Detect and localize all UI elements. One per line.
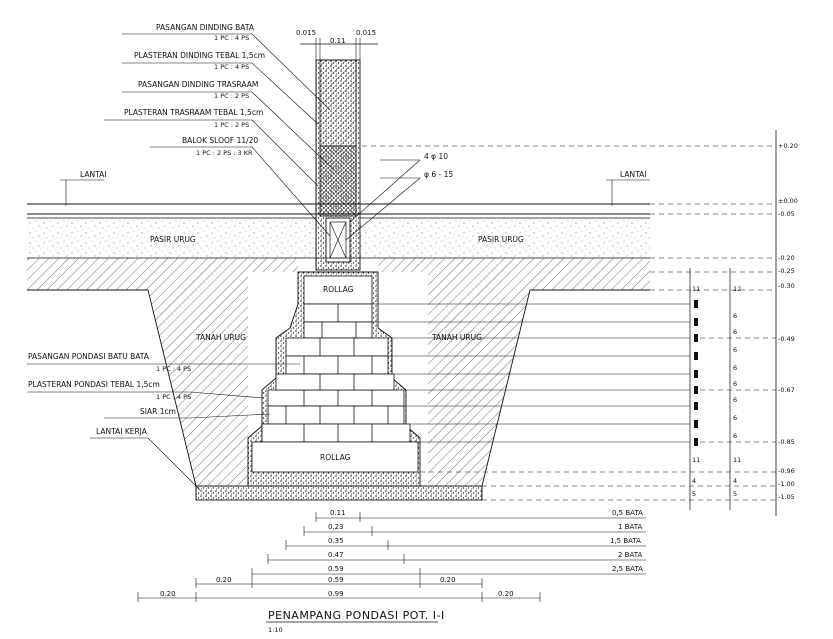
callout-4-sub: 1 PC : 2 PS <box>214 121 249 129</box>
width-2-value: 0.23 <box>328 523 344 531</box>
callout-3-title: PASANGAN DINDING TRASRAAM <box>138 80 258 89</box>
bottom-dim-2-right: 0.20 <box>498 590 514 598</box>
width-4-label: 2 BATA <box>618 551 642 559</box>
rollag-top-label: ROLLAG <box>323 285 354 294</box>
tanah-urug-right: TANAH URUG <box>431 333 482 342</box>
tanah-urug-left: TANAH URUG <box>195 333 246 342</box>
brick-foundation: ROLLAG ROLLAG <box>195 271 483 501</box>
course-right-9: 6 <box>733 432 737 440</box>
lantai-right-label: LANTAI <box>620 170 646 179</box>
lower-callout-2-title: PLASTERAN PONDASI TEBAL 1,5cm <box>28 380 160 389</box>
course-right-7: 6 <box>733 396 737 404</box>
rebar-stirrup-label: φ 6 - 15 <box>424 170 453 179</box>
callout-3-sub: 1 PC : 2 PS <box>214 92 249 100</box>
lower-callout-3-title: SIAR 1cm <box>140 407 176 416</box>
lower-callout-1-title: PASANGAN PONDASI BATU BATA <box>28 352 150 361</box>
level-2: ±0.00 <box>778 197 798 205</box>
lower-callouts: PASANGAN PONDASI BATU BATA 1 PC : 4 PS P… <box>27 352 300 491</box>
width-2-label: 1 BATA <box>618 523 642 531</box>
course-right-2: 6 <box>733 312 737 320</box>
level-1: +0.20 <box>778 142 798 150</box>
lantai-kerja <box>195 485 483 501</box>
callout-2-sub: 1 PC : 4 PS <box>214 63 249 71</box>
earth: TANAH URUG TANAH URUG <box>27 258 650 487</box>
course-right-11: 11 <box>733 456 741 464</box>
level-6: -0.30 <box>778 282 795 290</box>
dim-top-right: 0.015 <box>356 29 376 37</box>
dim-top-left: 0.015 <box>296 29 316 37</box>
lower-callout-1-sub: 1 PC : 4 PS <box>156 365 191 373</box>
level-3: -0.05 <box>778 210 795 218</box>
wall <box>315 59 361 271</box>
upper-callouts: PASANGAN DINDING BATA 1 PC : 4 PS PLASTE… <box>104 23 335 237</box>
lantai-labels: LANTAI LANTAI <box>60 170 650 206</box>
level-5: -0.25 <box>778 267 795 275</box>
course-left-11: 11 <box>692 456 700 464</box>
course-left-12: 4 <box>692 477 696 485</box>
course-right-4: 6 <box>733 346 737 354</box>
width-dimensions: 0.11 0,5 BATA 0.23 1 BATA 0.35 1,5 BATA … <box>137 509 646 602</box>
rebar-main-label: 4 φ 10 <box>424 152 448 161</box>
drawing-title-block: PENAMPANG PONDASI POT. I-I 1:10 <box>266 609 445 634</box>
width-1-value: 0.11 <box>330 509 346 517</box>
width-4-value: 0.47 <box>328 551 344 559</box>
width-5-label: 2,5 BATA <box>612 565 643 573</box>
course-right-8: 6 <box>733 414 737 422</box>
rollag-bottom-label: ROLLAG <box>320 453 351 462</box>
dim-top-mid: 0.11 <box>330 37 346 45</box>
level-7: -0.49 <box>778 335 795 343</box>
bottom-dim-1-right: 0.20 <box>440 576 456 584</box>
course-left-1: 11 <box>692 285 700 293</box>
course-extension-lines <box>372 303 690 443</box>
level-lines <box>362 145 776 501</box>
level-8: -0.67 <box>778 386 795 394</box>
course-left-13: 5 <box>692 490 696 498</box>
callout-1-title: PASANGAN DINDING BATA <box>156 23 255 32</box>
bottom-dim-2-left: 0.20 <box>160 590 176 598</box>
level-axis: +0.20 ±0.00 -0.05 -0.20 -0.25 -0.30 -0.4… <box>775 130 798 516</box>
course-right-3: 6 <box>733 328 737 336</box>
rebar-callouts: 4 φ 10 φ 6 - 15 <box>345 152 453 241</box>
callout-5-title: BALOK SLOOF 11/20 <box>182 136 258 145</box>
width-3-label: 1,5 BATA <box>610 537 641 545</box>
course-right-6: 6 <box>733 380 737 388</box>
lantai-left-label: LANTAI <box>80 170 106 179</box>
top-wall-dimensions: 0.015 0.11 0.015 <box>296 29 378 60</box>
width-1-label: 0,5 BATA <box>612 509 643 517</box>
lower-callout-4-title: LANTAI KERJA <box>96 427 148 436</box>
floor-layers: PASIR URUG PASIR URUG <box>27 203 650 259</box>
bottom-dim-1-left: 0.20 <box>216 576 232 584</box>
course-right-1: 12 <box>733 285 741 293</box>
callout-5-sub: 1 PC : 2 PS : 3 KR <box>196 149 253 157</box>
lower-callout-2-sub: 1 PC : 4 PS <box>156 393 191 401</box>
course-right-13: 5 <box>733 490 737 498</box>
pasir-urug-left: PASIR URUG <box>150 235 196 244</box>
width-3-value: 0.35 <box>328 537 344 545</box>
level-9: -0.85 <box>778 438 795 446</box>
course-right-12: 4 <box>733 477 737 485</box>
callout-4-title: PLASTERAN TRASRAAM TEBAL 1,5cm <box>124 108 263 117</box>
drawing-scale: 1:10 <box>268 626 283 634</box>
pasir-urug-right: PASIR URUG <box>478 235 524 244</box>
level-12: -1.05 <box>778 493 795 501</box>
level-11: -1.00 <box>778 480 795 488</box>
course-right-5: 6 <box>733 364 737 372</box>
drawing-title: PENAMPANG PONDASI POT. I-I <box>268 609 445 622</box>
callout-1-sub: 1 PC : 4 PS <box>214 34 249 42</box>
level-4: -0.20 <box>778 254 795 262</box>
bottom-dim-1-mid: 0.59 <box>328 576 344 584</box>
course-columns: 11 11 4 5 12 6 6 6 6 6 6 6 6 11 4 5 <box>689 268 741 510</box>
width-5-value: 0.59 <box>328 565 344 573</box>
bottom-dim-2-mid: 0.99 <box>328 590 344 598</box>
level-10: -0.96 <box>778 467 795 475</box>
callout-2-title: PLASTERAN DINDING TEBAL 1,5cm <box>134 51 265 60</box>
